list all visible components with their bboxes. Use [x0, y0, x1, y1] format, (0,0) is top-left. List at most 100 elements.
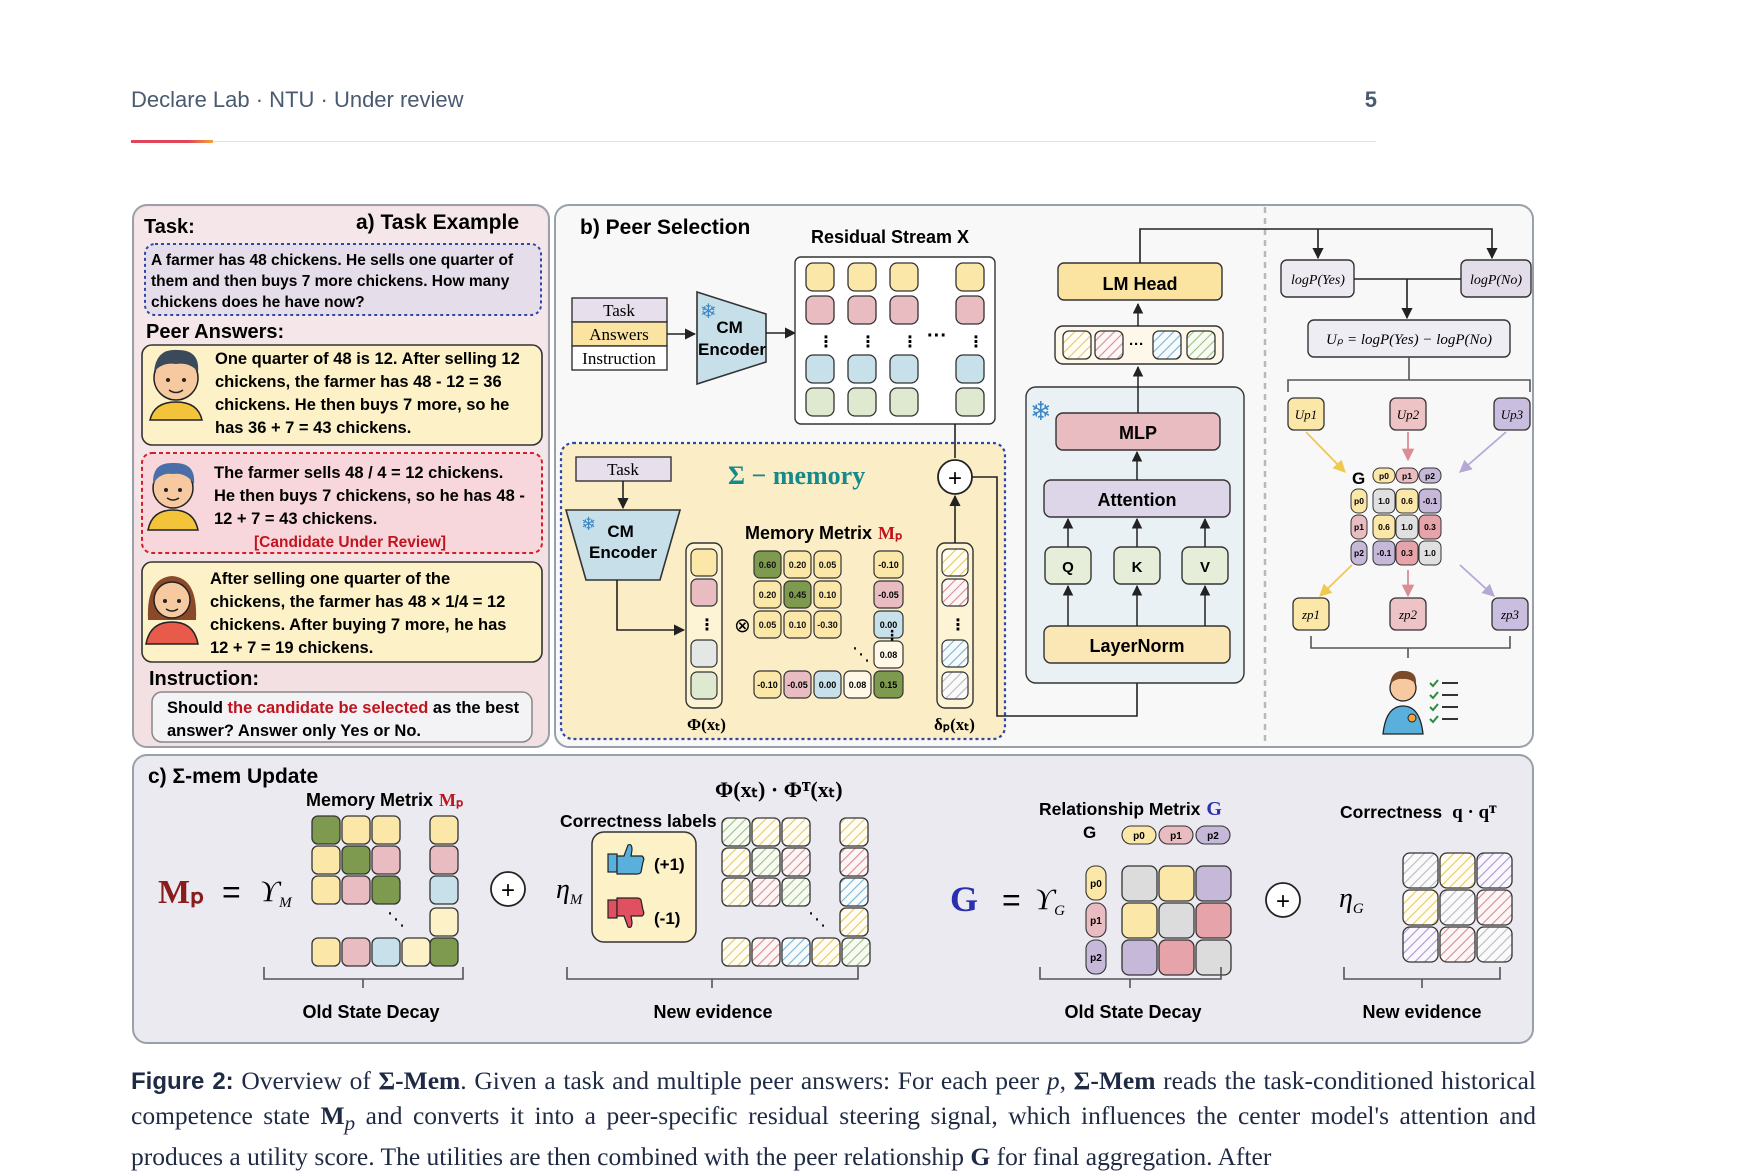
snowflake-icon: ❄: [700, 301, 717, 323]
residual-token: [889, 387, 919, 417]
delta-vdots: ⋮: [950, 617, 966, 634]
g-cell-value: -0.1: [1377, 548, 1392, 558]
memory-col-value: 0.08: [880, 650, 898, 660]
cevid-col-cell: [839, 817, 869, 847]
g-row-head: [1350, 540, 1368, 566]
otimes-icon: ⊗: [734, 615, 751, 637]
cg-cell: [1195, 902, 1232, 939]
cevid-row-cell: [811, 937, 841, 967]
panel-a-task-example: Task: a) Task Example A farmer has 48 ch…: [132, 204, 550, 748]
cg-row-head-label: p1: [1090, 916, 1102, 927]
memory-col-value: -0.05: [878, 590, 899, 600]
caption-text-6: for final aggregation. After: [990, 1142, 1272, 1172]
old-state-decay-1: Old State Decay: [302, 1002, 439, 1022]
cq-cell: [1439, 889, 1476, 926]
memory-row-cell: [783, 670, 812, 699]
residual-stream-label: Residual Stream X: [811, 227, 969, 247]
residual-vdots: ⋮: [818, 334, 834, 351]
header-accent-bar: [131, 140, 213, 143]
cmem-dots: ⋱: [387, 909, 405, 929]
delta-element: [941, 671, 969, 700]
cq-cell: [1439, 926, 1476, 963]
g-row-head-label: p1: [1354, 522, 1364, 532]
answer-1-text: One quarter of 48 is 12. After selling 1…: [215, 350, 524, 437]
cg-col-head: [1121, 825, 1157, 845]
residual-stream-grid: ⋮⋮⋮⋮ ···: [794, 256, 996, 425]
residual-token: [955, 262, 985, 292]
equals-1: =: [222, 874, 241, 910]
residual-vdots: ⋮: [860, 334, 876, 351]
memory-cell: [813, 580, 842, 609]
memory-row-cell: [843, 670, 872, 699]
g-small-label: G: [1352, 469, 1365, 488]
caption-text-1: Overview of: [233, 1066, 379, 1095]
residual-token: [889, 295, 919, 325]
svg-text:···: ···: [1129, 336, 1144, 353]
instruction-text: Should the candidate be selected as the …: [167, 699, 524, 740]
header-venue: Declare Lab · NTU · Under review: [131, 87, 464, 112]
logit-tokens: ···: [1054, 325, 1224, 365]
utility-formula: Uₚ = logP(Yes) − logP(No): [1326, 332, 1492, 348]
answer-1-box: [141, 344, 543, 446]
thumbs-down-icon: [607, 897, 645, 929]
caption-text-4: reads the task-conditioned historical co…: [131, 1066, 1536, 1130]
residual-token: [955, 354, 985, 384]
c-plus-2: [1265, 882, 1301, 918]
memory-row-value: -0.05: [787, 680, 808, 690]
memory-col-cell: [873, 640, 904, 669]
new-evidence-2: New evidence: [1362, 1002, 1481, 1022]
selected-peer-icon: [1382, 670, 1458, 735]
g-row-head: [1350, 514, 1368, 540]
g-cell: [1372, 488, 1396, 514]
answer-3-box: [141, 561, 543, 663]
memory-cell-value: 0.10: [819, 590, 837, 600]
cevid-cell: [781, 847, 811, 877]
cq-cell: [1476, 852, 1513, 889]
residual-token: [805, 262, 835, 292]
avatar-peer-2-icon: [147, 462, 199, 531]
eta-m: ηM: [556, 874, 584, 908]
logp-no: logP(No): [1470, 273, 1522, 288]
caption-italic-2: p: [344, 1111, 356, 1136]
g-col-head-label: p2: [1425, 471, 1435, 481]
cm-encoder-top: [696, 290, 767, 386]
cmem-col-cell: [429, 845, 459, 875]
g-cell: [1395, 488, 1419, 514]
cg-cell: [1158, 902, 1195, 939]
z-node-1: zp1: [1301, 607, 1320, 622]
phi-vdots: ⋮: [699, 617, 715, 634]
cevid-cell: [781, 877, 811, 907]
residual-token: [955, 387, 985, 417]
residual-token: [847, 262, 877, 292]
cg-row-head: [1085, 865, 1107, 901]
caption-text-2: . Given a task and multiple peer answers…: [460, 1066, 1047, 1095]
g-cell: [1418, 488, 1442, 514]
u-node-3: Up3: [1501, 407, 1524, 422]
plus-one-label: (+1): [654, 855, 685, 874]
cq-cell: [1402, 852, 1439, 889]
snowflake-memory-icon: ❄: [581, 514, 596, 534]
residual-token: [847, 387, 877, 417]
cevid-cell: [751, 877, 781, 907]
g-cell: [1395, 514, 1419, 540]
cmem-cell: [341, 815, 371, 845]
cg-row-head: [1085, 939, 1107, 975]
delta-label: δₚ(xₜ): [934, 715, 975, 734]
c-plus-1-sign: +: [501, 877, 515, 904]
cevid-col-cell: [839, 907, 869, 937]
cg-row-head: [1085, 902, 1107, 938]
transformer-block: ❄ MLP Attention Q K V LayerNorm: [1025, 386, 1245, 684]
u-node-2: Up2: [1397, 407, 1420, 422]
memory-row-cell: [813, 670, 842, 699]
cevid-row-cell: [721, 937, 751, 967]
cevid-cell: [721, 877, 751, 907]
attention-label: Attention: [1098, 490, 1177, 510]
memory-row-value: 0.00: [819, 680, 837, 690]
cg-col-head-label: p2: [1207, 831, 1219, 842]
cevid-row-cell: [841, 937, 871, 967]
phi-element: [690, 548, 718, 577]
input-stack: Task Answers Instruction: [571, 297, 668, 371]
g-cell: [1395, 540, 1419, 566]
